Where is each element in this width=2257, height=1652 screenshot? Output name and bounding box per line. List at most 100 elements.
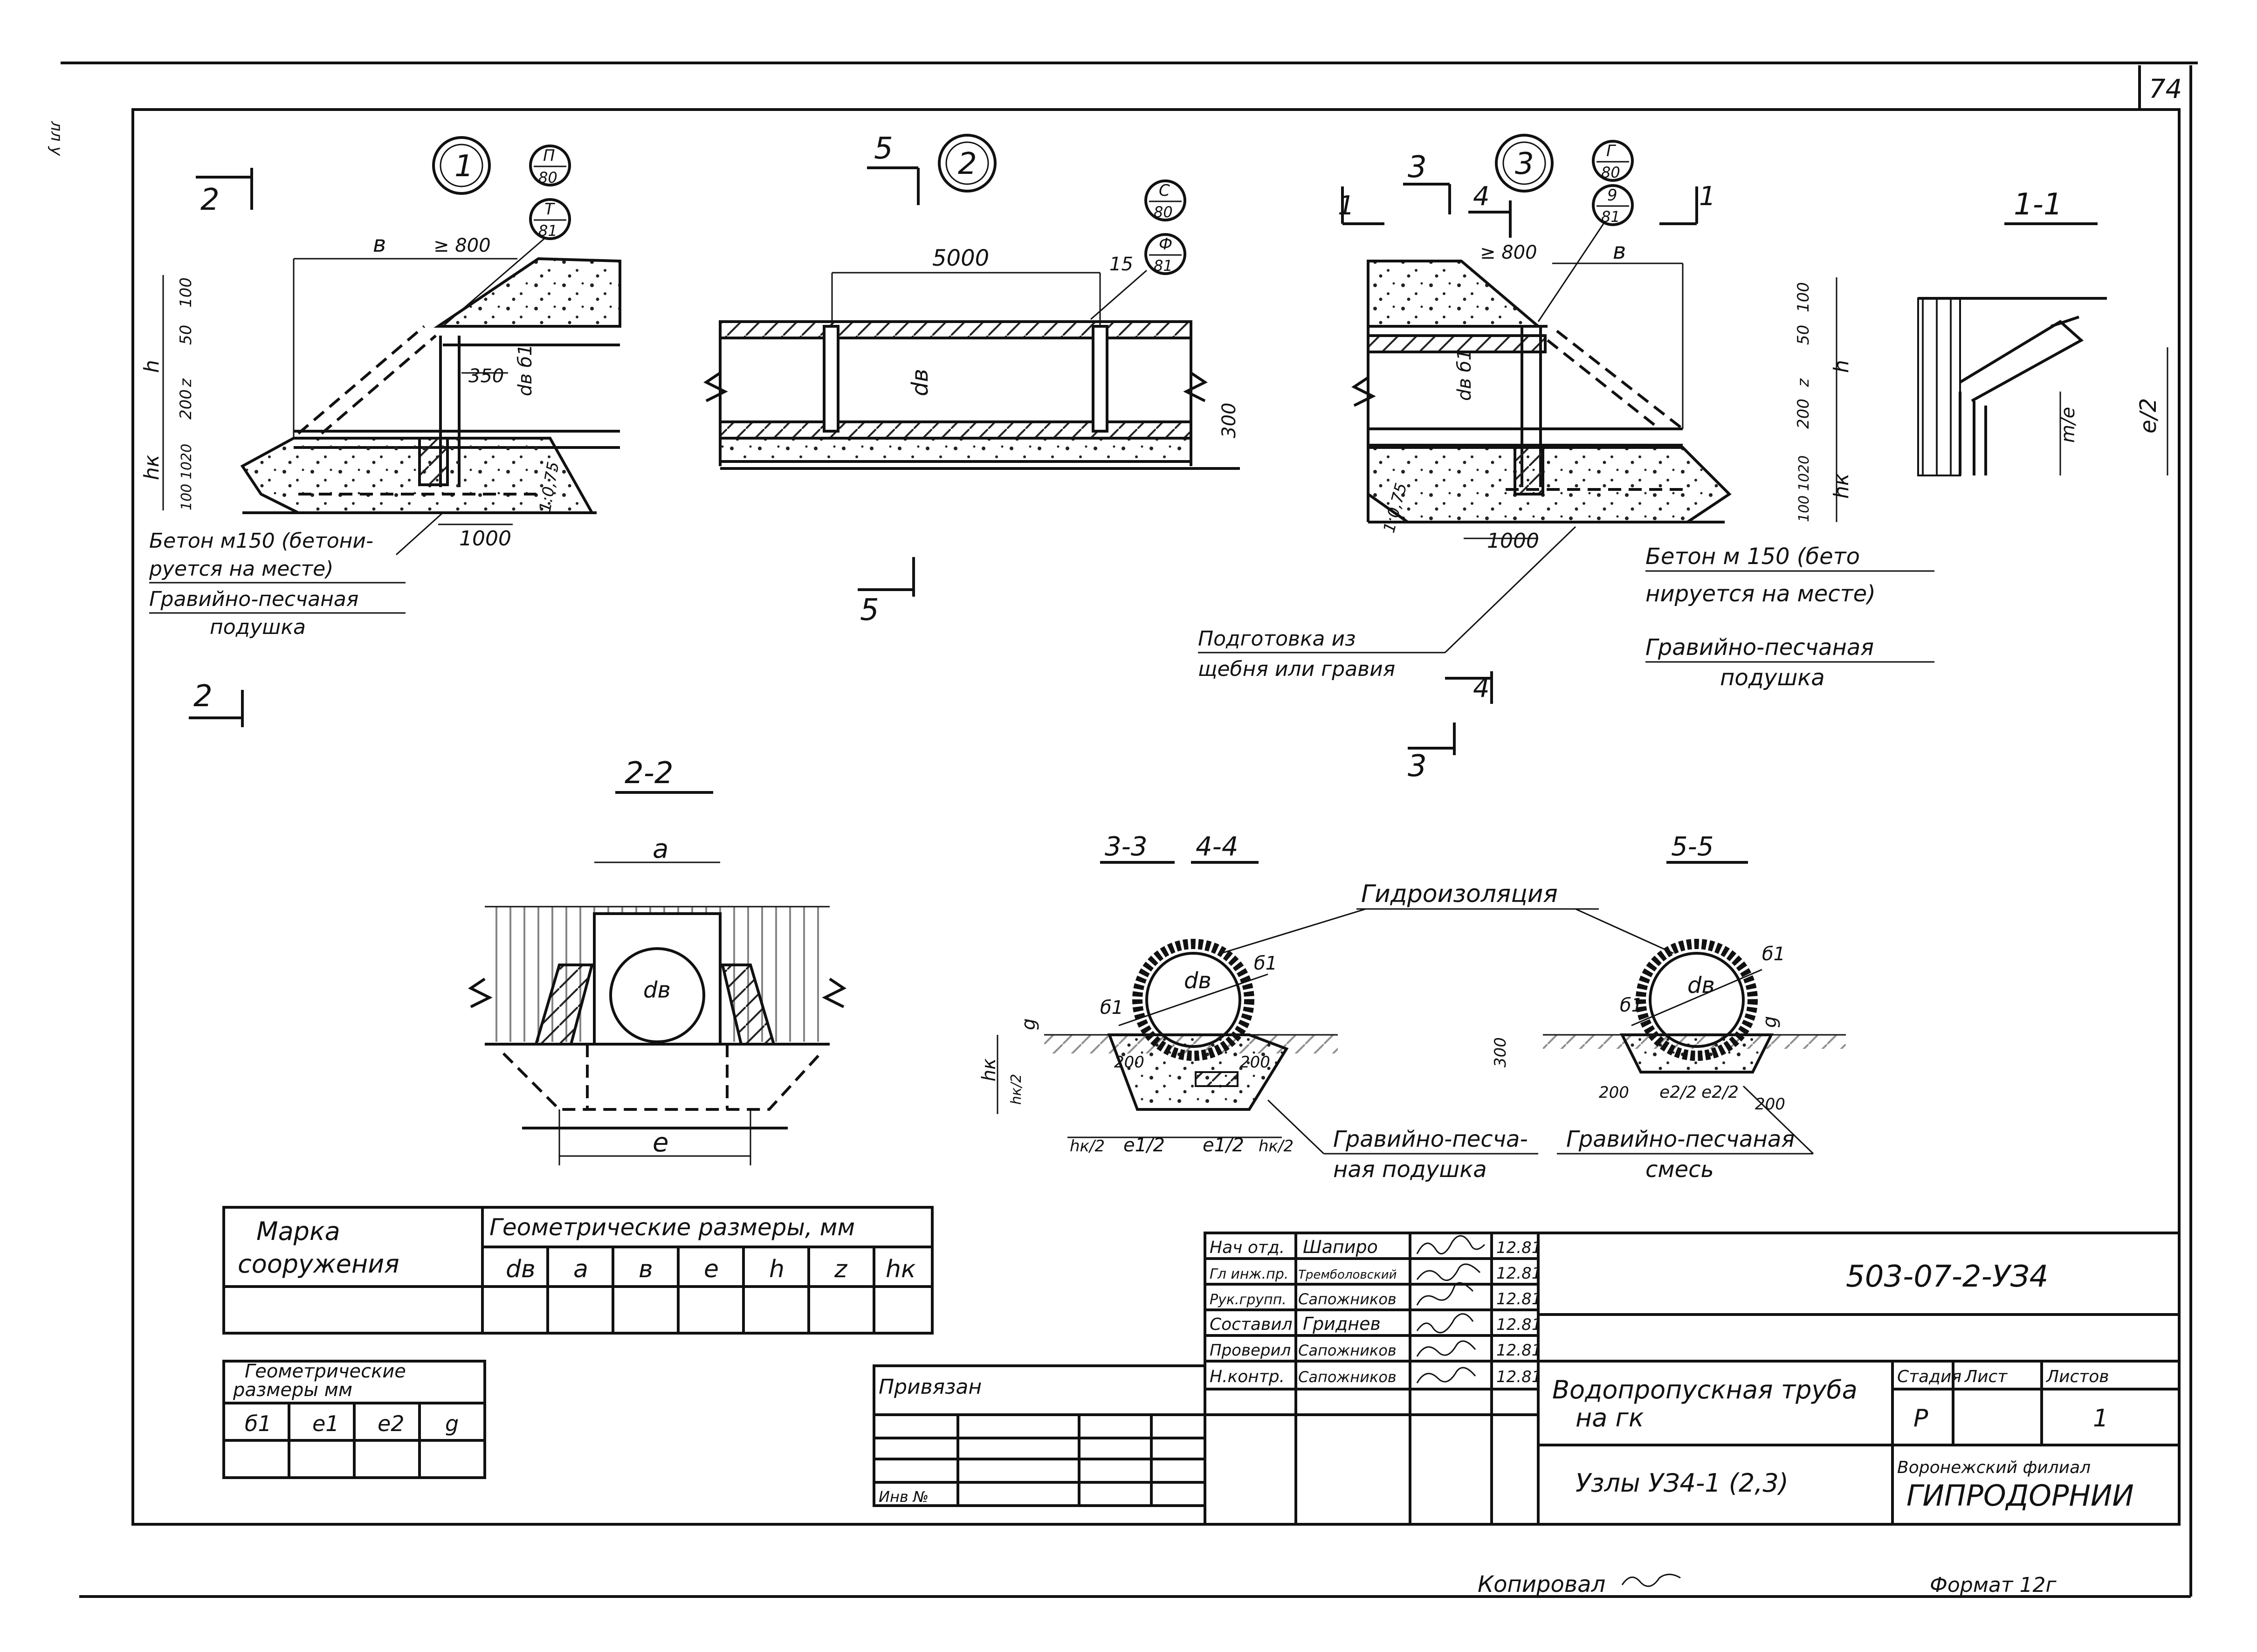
dim-dv-2-2: dв	[643, 977, 671, 1003]
label-preparation-1: Подготовка из	[1198, 627, 1356, 651]
table1-mark-2: сооружения	[238, 1249, 399, 1279]
title-block: Нач отд. Гл инж.пр. Рук.групп. Составил …	[1204, 1232, 2181, 1526]
section-2-2: 2-2 a e dв	[468, 756, 846, 1165]
node-3-drawing: 3 Г 80 9 81 3 4 1 1	[1198, 134, 1934, 784]
dim-350: 350	[468, 365, 504, 387]
dim-15: 15	[1109, 254, 1133, 275]
dim-e1-half-r: e1/2	[1203, 1135, 1244, 1156]
node-1-number: 1	[454, 149, 474, 184]
ref-81-b: 81	[1154, 257, 1173, 275]
binding-label: Привязан	[879, 1375, 982, 1399]
sheet-format: Формат 12г	[1930, 1573, 2057, 1597]
label-cushion-left-2: подушка	[210, 615, 306, 639]
dim-m-e: m/e	[2057, 407, 2079, 443]
cut-mark-3-top: 3	[1408, 150, 1427, 185]
dim-b1-5-5a: б1	[1762, 943, 1785, 965]
dim-hk-1: hк	[140, 454, 164, 480]
role-5: Н.контр.	[1210, 1367, 1285, 1386]
node-2-number: 2	[958, 147, 977, 181]
drawing-title-1: Водопропускная труба	[1552, 1375, 1858, 1404]
table1-col-b: в	[639, 1255, 653, 1283]
date-5: 12.81	[1496, 1368, 1541, 1386]
dim-dv-b1-1: dв б1	[515, 344, 536, 396]
label-mix-5-5-1: Гравийно-песчаная	[1566, 1126, 1795, 1152]
name-4: Сапожников	[1298, 1342, 1397, 1359]
organization-2: ГИПРОДОРНИИ	[1906, 1479, 2134, 1513]
node-3-circle	[1495, 134, 1554, 193]
role-3: Составил	[1210, 1315, 1293, 1334]
dim-100-1020-3: 100 1020	[1796, 455, 1812, 522]
ref-t: Т	[544, 200, 555, 219]
dim-dv-3-3: dв	[1184, 968, 1211, 994]
node-2-circle	[938, 134, 997, 193]
table1-col-dv: dв	[506, 1255, 536, 1283]
dim-e1-half-l: e1/2	[1123, 1135, 1165, 1156]
table-geometry: Марка сооружения Геометрические размеры,…	[222, 1206, 934, 1335]
name-0: Шапиро	[1303, 1237, 1378, 1257]
dim-z-3: z	[1794, 378, 1813, 387]
dim-e2-half-r: e2/2	[1701, 1083, 1739, 1102]
dim-800-1: ≥ 800	[434, 235, 491, 256]
cut-mark-1-left: 1	[1338, 191, 1355, 221]
dim-5000: 5000	[932, 245, 989, 271]
dim-100-3: 100	[1794, 282, 1813, 312]
cut-mark-3-bottom: 3	[1408, 749, 1427, 784]
ref-80-c: 80	[1601, 164, 1620, 181]
node-2-drawing: 2 5 С 80 Ф 81 5000 15 dв 300 5	[703, 131, 1240, 627]
dim-hk-half-l: hк/2	[1070, 1137, 1105, 1156]
drawing-title-2: на гк	[1576, 1403, 1644, 1432]
label-preparation-2: щебня или гравия	[1198, 657, 1395, 681]
stage-value: Р	[1913, 1404, 1928, 1432]
table1-group: Геометрические размеры, мм	[489, 1214, 855, 1241]
drawing-subtitle: Узлы УЗ4-1 (2,3)	[1576, 1468, 1789, 1498]
ref-81-a: 81	[538, 222, 557, 240]
dim-300-2: 300	[1218, 403, 1240, 438]
section-1-1-title: 1-1	[2014, 187, 2063, 222]
dim-200-3-3a: 200	[1114, 1053, 1144, 1072]
node-1-circle	[432, 136, 491, 195]
dim-b1-3-3a: б1	[1254, 953, 1277, 974]
ref-81-c: 81	[1601, 208, 1620, 226]
dim-a: a	[653, 834, 668, 864]
label-cushion-3-3-2: ная подушка	[1333, 1156, 1487, 1183]
dim-1000-3: 1000	[1487, 529, 1539, 553]
pipe-circle-2-2	[609, 947, 705, 1043]
section-1-1: 1-1 m/e e/2	[1917, 187, 2168, 476]
table2-col-b1: б1	[245, 1411, 272, 1436]
copied-by-signature	[1621, 1574, 1681, 1587]
organization-1: Воронежский филиал	[1897, 1458, 2091, 1477]
ref-9: 9	[1607, 186, 1617, 205]
dim-e: e	[653, 1128, 668, 1158]
section-2-2-title: 2-2	[625, 756, 674, 791]
name-5: Сапожников	[1298, 1368, 1397, 1386]
label-concrete-right-2: нируется на месте)	[1645, 581, 1876, 607]
date-2: 12.81	[1496, 1290, 1541, 1308]
pipe-circle-5-5	[1636, 939, 1758, 1061]
name-2: Сапожников	[1298, 1290, 1397, 1308]
role-0: Нач отд.	[1210, 1238, 1285, 1257]
cut-mark-2-bottom: 2	[193, 679, 213, 714]
role-1: Гл инж.пр.	[1210, 1266, 1288, 1282]
sheet-header: Лист	[1964, 1367, 2008, 1386]
label-mix-5-5-2: смесь	[1645, 1156, 1714, 1183]
dim-200-3-3b: 200	[1240, 1053, 1270, 1072]
dim-h-1: h	[140, 360, 164, 373]
cut-mark-5-bottom: 5	[860, 593, 879, 627]
cut-mark-5-top: 5	[874, 131, 893, 166]
ref-g: Г	[1606, 142, 1617, 160]
ref-f: Ф	[1159, 235, 1172, 254]
dim-hk-3: hк	[1830, 473, 1853, 499]
dim-h-3: h	[1830, 360, 1853, 373]
dim-50-1: 50	[177, 325, 195, 345]
table1-col-h: h	[769, 1255, 784, 1283]
table1-col-a: a	[573, 1255, 588, 1283]
page-number: 74	[2149, 74, 2182, 104]
label-cushion-3-3-1: Гравийно-песча-	[1333, 1126, 1528, 1152]
name-3: Гриднев	[1303, 1314, 1381, 1334]
dim-300-5-5: 300	[1491, 1037, 1510, 1067]
sheet-frame	[61, 62, 2198, 1598]
dim-e2-half-l: e2/2	[1659, 1083, 1697, 1102]
signatures	[1416, 1235, 1486, 1384]
cut-mark-1-right: 1	[1699, 181, 1716, 212]
